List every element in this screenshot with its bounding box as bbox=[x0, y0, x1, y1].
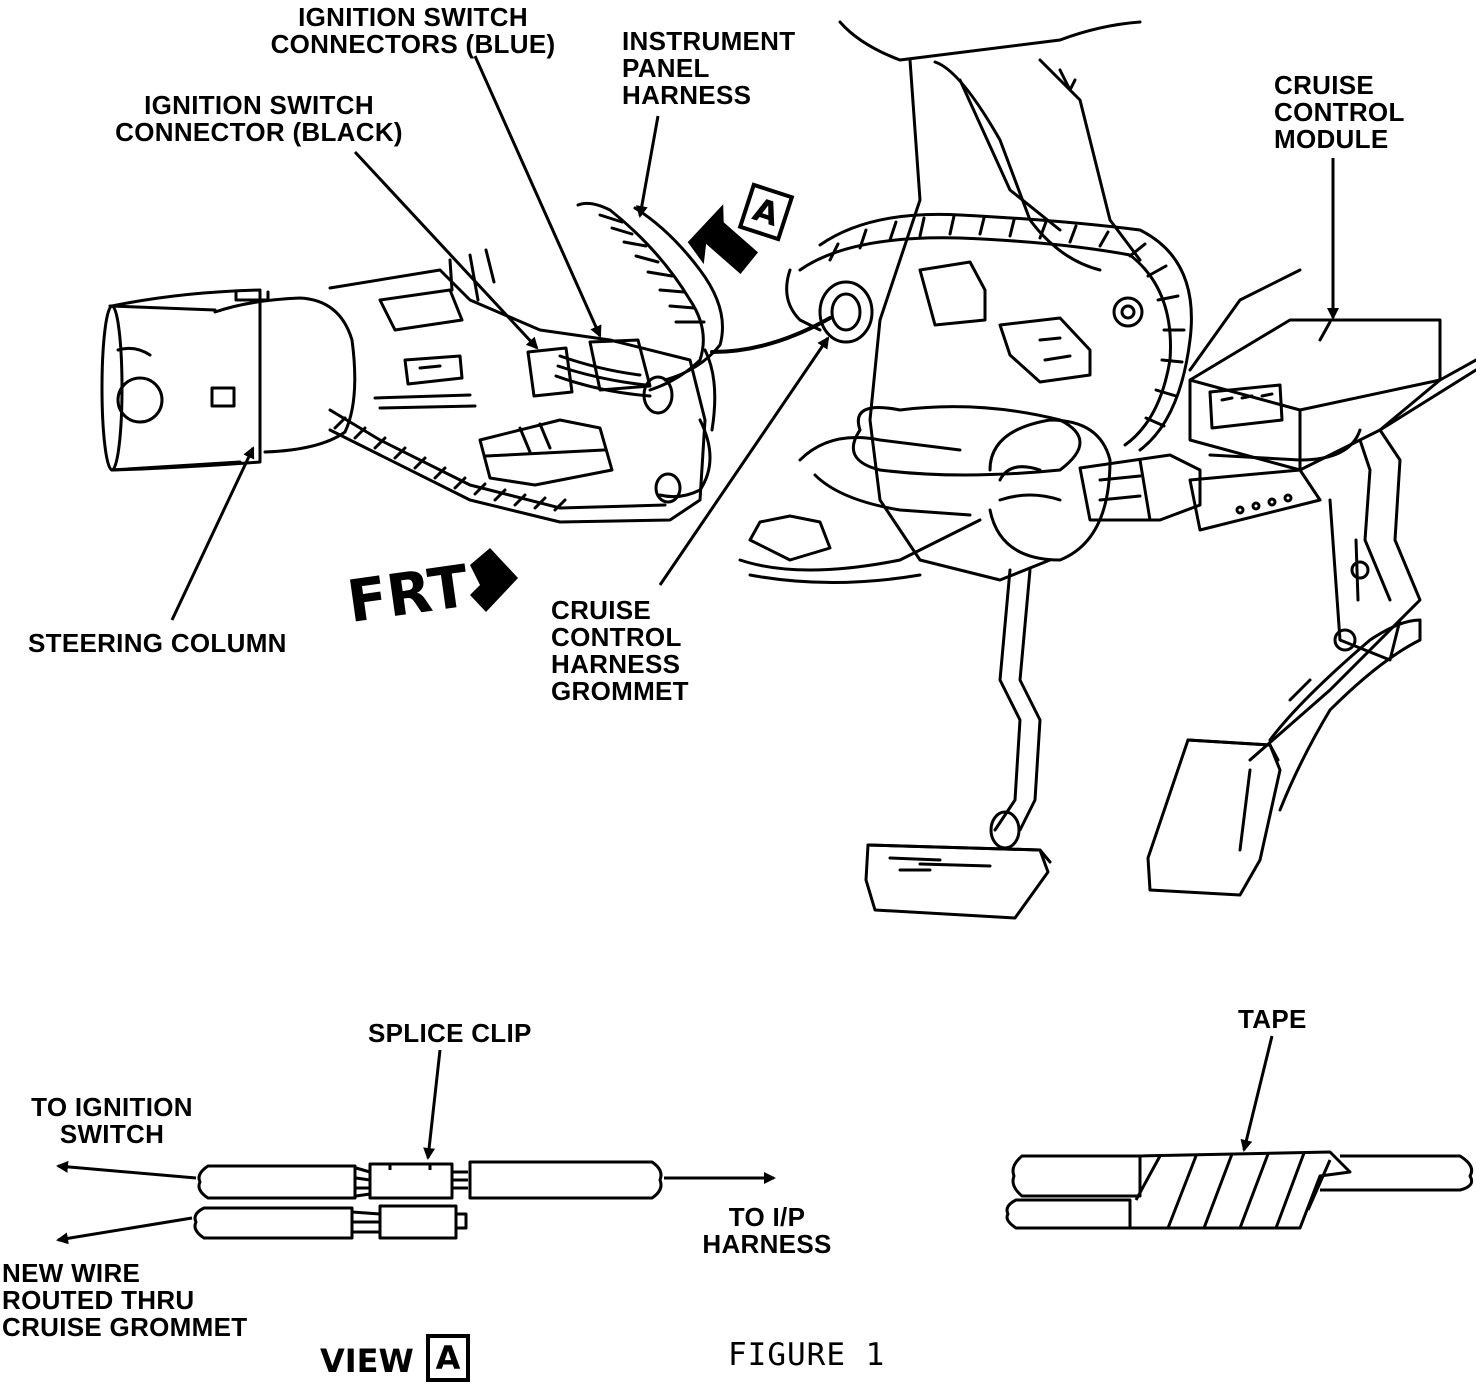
label-front: FRT bbox=[343, 551, 473, 636]
view-a-callout-arrow bbox=[687, 204, 759, 274]
tape-detail-drawing bbox=[1005, 1035, 1474, 1230]
leader-lines bbox=[170, 55, 1339, 621]
steering-column-drawing bbox=[100, 201, 832, 524]
label-view: VIEW bbox=[320, 1342, 414, 1380]
label-to-ip-harness: TO I/P HARNESS bbox=[702, 1202, 832, 1259]
label-to-ignition-switch: TO IGNITION SWITCH bbox=[31, 1092, 193, 1149]
label-cruise-control-module: CRUISE CONTROL MODULE bbox=[1274, 70, 1405, 154]
label-splice-clip: SPLICE CLIP bbox=[368, 1018, 532, 1048]
label-cruise-control-harness-grommet: CRUISE CONTROL HARNESS GROMMET bbox=[551, 595, 689, 706]
front-direction-arrow bbox=[470, 548, 518, 612]
view-a-splice-drawing bbox=[56, 1049, 776, 1245]
label-tape: TAPE bbox=[1238, 1004, 1307, 1034]
figure-caption: FIGURE 1 bbox=[728, 1337, 886, 1373]
label-new-wire-routed: NEW WIRE ROUTED THRU CRUISE GROMMET bbox=[2, 1258, 248, 1342]
label-ignition-switch-connector-black: IGNITION SWITCH CONNECTOR (BLACK) bbox=[115, 90, 403, 147]
label-steering-column: STEERING COLUMN bbox=[28, 628, 287, 658]
view-a-box: A bbox=[426, 1334, 470, 1382]
pedal-bracket-drawing bbox=[738, 20, 1476, 920]
label-instrument-panel-harness: INSTRUMENT PANEL HARNESS bbox=[622, 26, 796, 110]
label-ignition-switch-connectors-blue: IGNITION SWITCH CONNECTORS (BLUE) bbox=[270, 2, 556, 59]
